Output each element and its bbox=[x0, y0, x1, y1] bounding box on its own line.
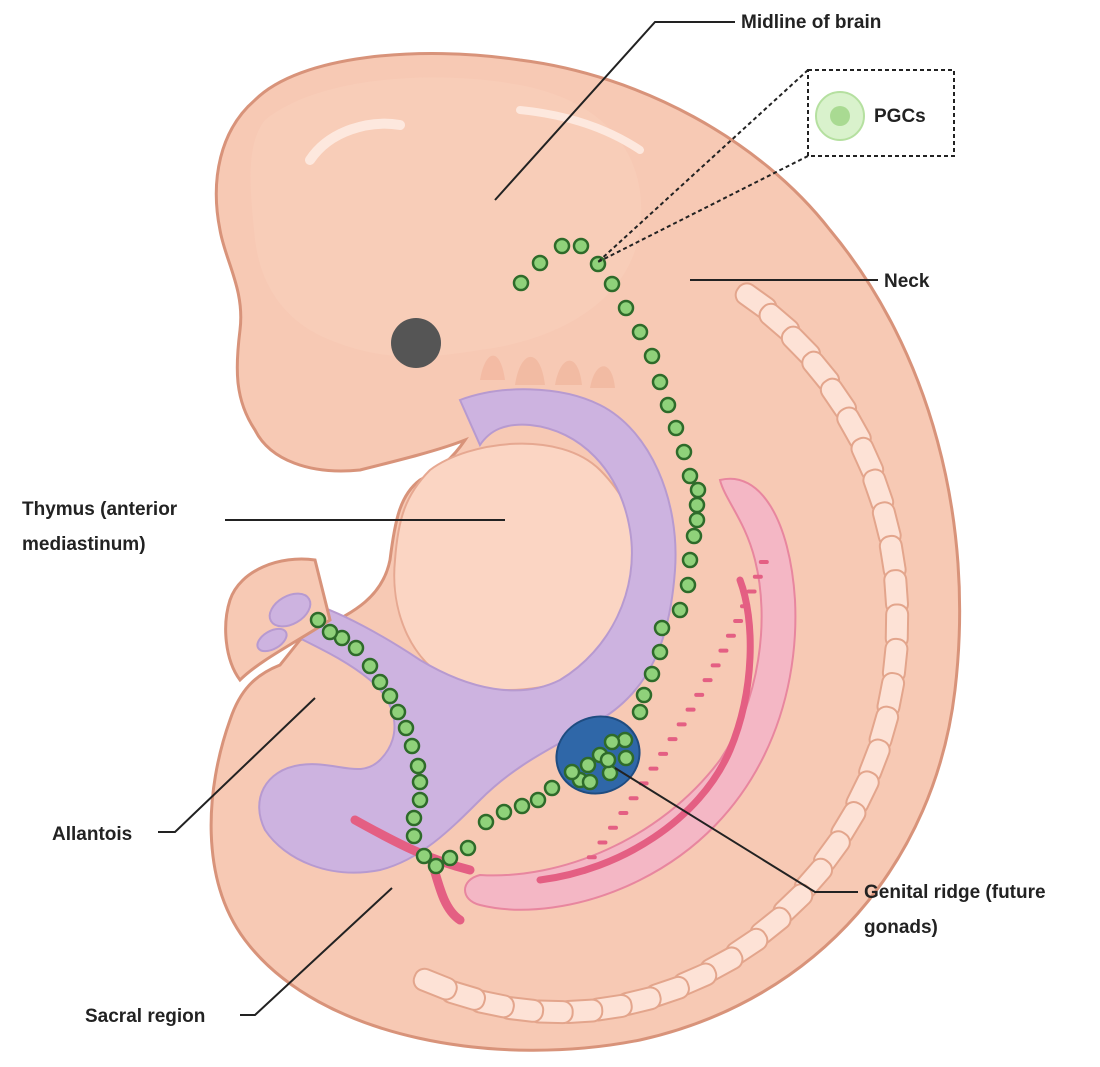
pgc-cell bbox=[645, 349, 659, 363]
pgc-cell bbox=[531, 793, 545, 807]
pgc-cell bbox=[637, 688, 651, 702]
pgc-cell bbox=[323, 625, 337, 639]
pgc-cell bbox=[407, 829, 421, 843]
pgc-cell bbox=[653, 375, 667, 389]
pgc-cell bbox=[407, 811, 421, 825]
neural-tube-segment bbox=[597, 840, 607, 844]
pgc-cell bbox=[383, 689, 397, 703]
label-thymus-line2: mediastinum) bbox=[22, 534, 146, 555]
pgc-cell bbox=[574, 239, 588, 253]
label-sacral-region: Sacral region bbox=[85, 1006, 205, 1027]
pgc-cell bbox=[673, 603, 687, 617]
neural-tube-segment bbox=[618, 811, 628, 815]
pgc-cell bbox=[655, 621, 669, 635]
pgc-cell bbox=[443, 851, 457, 865]
pgc-cell bbox=[349, 641, 363, 655]
pgc-cell bbox=[417, 849, 431, 863]
pgc-cell bbox=[619, 301, 633, 315]
pgc-cell bbox=[683, 469, 697, 483]
neural-tube-segment bbox=[747, 590, 757, 594]
neural-tube-segment bbox=[629, 796, 639, 800]
pgc-cell bbox=[603, 766, 617, 780]
pgc-cell bbox=[479, 815, 493, 829]
pgc-cell bbox=[555, 239, 569, 253]
pgc-cell bbox=[677, 445, 691, 459]
pgc-cell bbox=[373, 675, 387, 689]
pgc-cell bbox=[601, 753, 615, 767]
neural-tube-segment bbox=[703, 678, 713, 682]
pgc-cell bbox=[619, 751, 633, 765]
pgc-cell bbox=[399, 721, 413, 735]
pgc-cell bbox=[691, 483, 705, 497]
neural-tube-segment bbox=[686, 708, 696, 712]
eye-icon bbox=[391, 318, 441, 368]
pgc-cell bbox=[645, 667, 659, 681]
pgc-cell-nucleus bbox=[830, 106, 850, 126]
pgc-cell bbox=[687, 529, 701, 543]
pgc-cell bbox=[405, 739, 419, 753]
pgc-cell bbox=[633, 325, 647, 339]
label-midline-of-brain: Midline of brain bbox=[741, 12, 881, 33]
neural-tube-segment bbox=[587, 855, 597, 859]
pgc-cell bbox=[565, 765, 579, 779]
label-genital-ridge-line1: Genital ridge (future bbox=[864, 882, 1046, 903]
neural-tube-segment bbox=[608, 826, 618, 830]
neural-tube-segment bbox=[740, 604, 750, 608]
neural-tube-segment bbox=[718, 649, 728, 653]
pgc-cell bbox=[413, 775, 427, 789]
pgc-cell bbox=[514, 276, 528, 290]
label-genital-ridge-line2: gonads) bbox=[864, 917, 938, 938]
label-allantois: Allantois bbox=[52, 824, 132, 845]
pgc-cell bbox=[461, 841, 475, 855]
neural-tube-segment bbox=[648, 767, 658, 771]
pgc-cell bbox=[661, 398, 675, 412]
pgc-cell bbox=[545, 781, 559, 795]
pgc-cell bbox=[533, 256, 547, 270]
pgc-cell bbox=[363, 659, 377, 673]
pgc-cell bbox=[497, 805, 511, 819]
label-pgcs: PGCs bbox=[874, 106, 926, 127]
neural-tube-segment bbox=[733, 619, 743, 623]
pgc-cell bbox=[581, 758, 595, 772]
pgc-cell bbox=[690, 498, 704, 512]
pgc-cell bbox=[669, 421, 683, 435]
label-neck: Neck bbox=[884, 271, 930, 292]
pgc-cell bbox=[413, 793, 427, 807]
neural-tube-segment bbox=[726, 634, 736, 638]
pgc-cell bbox=[391, 705, 405, 719]
pgc-cell bbox=[429, 859, 443, 873]
neural-tube-segment bbox=[711, 663, 721, 667]
neural-tube-segment bbox=[576, 870, 586, 874]
neural-tube-segment bbox=[753, 575, 763, 579]
pgc-cell bbox=[690, 513, 704, 527]
pgc-cell bbox=[605, 277, 619, 291]
pgc-cell bbox=[591, 257, 605, 271]
neural-tube-segment bbox=[668, 737, 678, 741]
pgc-cell bbox=[411, 759, 425, 773]
pgc-cell bbox=[681, 578, 695, 592]
pgc-cell bbox=[583, 775, 597, 789]
label-thymus-line1: Thymus (anterior bbox=[22, 499, 178, 520]
neural-tube-segment bbox=[694, 693, 704, 697]
pgc-cell bbox=[633, 705, 647, 719]
neural-tube-segment bbox=[677, 722, 687, 726]
pgc-cell bbox=[618, 733, 632, 747]
pgc-cell bbox=[683, 553, 697, 567]
pgc-cell bbox=[653, 645, 667, 659]
pgc-cell bbox=[515, 799, 529, 813]
neural-tube-segment bbox=[759, 560, 769, 564]
pgc-cell bbox=[311, 613, 325, 627]
neural-tube-segment bbox=[658, 752, 668, 756]
pgc-cell bbox=[605, 735, 619, 749]
